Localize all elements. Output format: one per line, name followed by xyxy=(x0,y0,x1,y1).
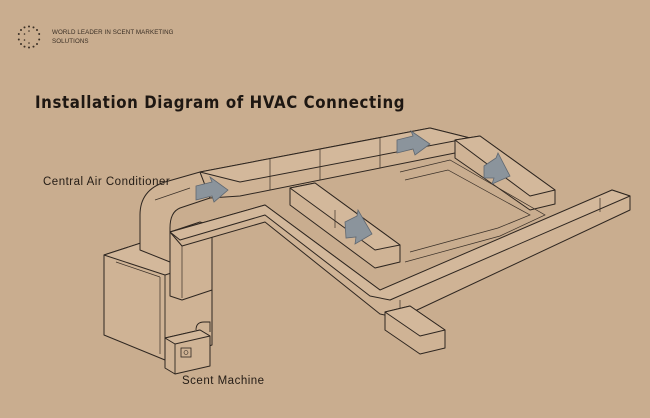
supply-main-duct xyxy=(199,127,471,199)
scent-machine xyxy=(164,321,211,375)
page-title: Installation Diagram of HVAC Connecting xyxy=(35,92,406,113)
air-conditioner-label: Central Air Conditioner xyxy=(43,176,171,188)
brand-tagline: WORLD LEADER IN SCENT MARKETING SOLUTION… xyxy=(52,28,174,46)
airflow-arrow-icon xyxy=(195,175,229,203)
scent-machine-label: Scent Machine xyxy=(182,375,265,387)
brand-header: WORLD LEADER IN SCENT MARKETING SOLUTION… xyxy=(16,24,174,50)
airflow-arrow-icon xyxy=(344,208,373,245)
airflow-arrow-icon xyxy=(396,129,431,156)
airflow-arrow-icon xyxy=(483,152,511,185)
dotted-circle-logo-icon xyxy=(17,25,41,49)
lower-drop-duct xyxy=(384,305,446,355)
inner-duct-loop xyxy=(399,159,546,263)
brand-tagline-line2: SOLUTIONS xyxy=(52,38,89,45)
riser-duct xyxy=(139,171,213,301)
brand-tagline-line1: WORLD LEADER IN SCENT MARKETING xyxy=(52,29,174,36)
